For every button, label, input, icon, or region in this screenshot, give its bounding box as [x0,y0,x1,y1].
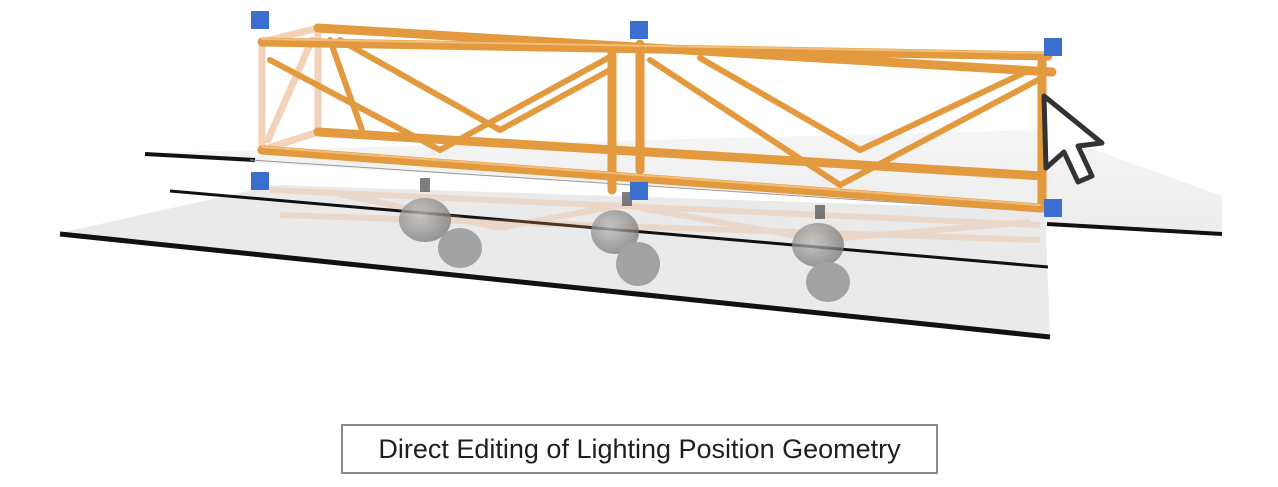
fixture-3[interactable] [792,205,850,302]
viewport-3d-scene[interactable] [0,0,1278,410]
fixture-1[interactable] [399,178,482,268]
caption-box: Direct Editing of Lighting Position Geom… [341,424,938,474]
handle-top-right[interactable] [1044,38,1062,56]
fixture-2[interactable] [591,192,660,286]
selection-handles [251,11,1062,217]
handle-bottom-middle[interactable] [630,182,648,200]
caption-text: Direct Editing of Lighting Position Geom… [378,433,901,464]
arrow-cursor-icon [1041,93,1105,185]
truss[interactable] [257,23,1057,213]
handle-bottom-left[interactable] [251,172,269,190]
front-plane [59,159,1051,340]
handle-top-left[interactable] [251,11,269,29]
handle-bottom-right[interactable] [1044,199,1062,217]
handle-top-middle[interactable] [630,21,648,39]
